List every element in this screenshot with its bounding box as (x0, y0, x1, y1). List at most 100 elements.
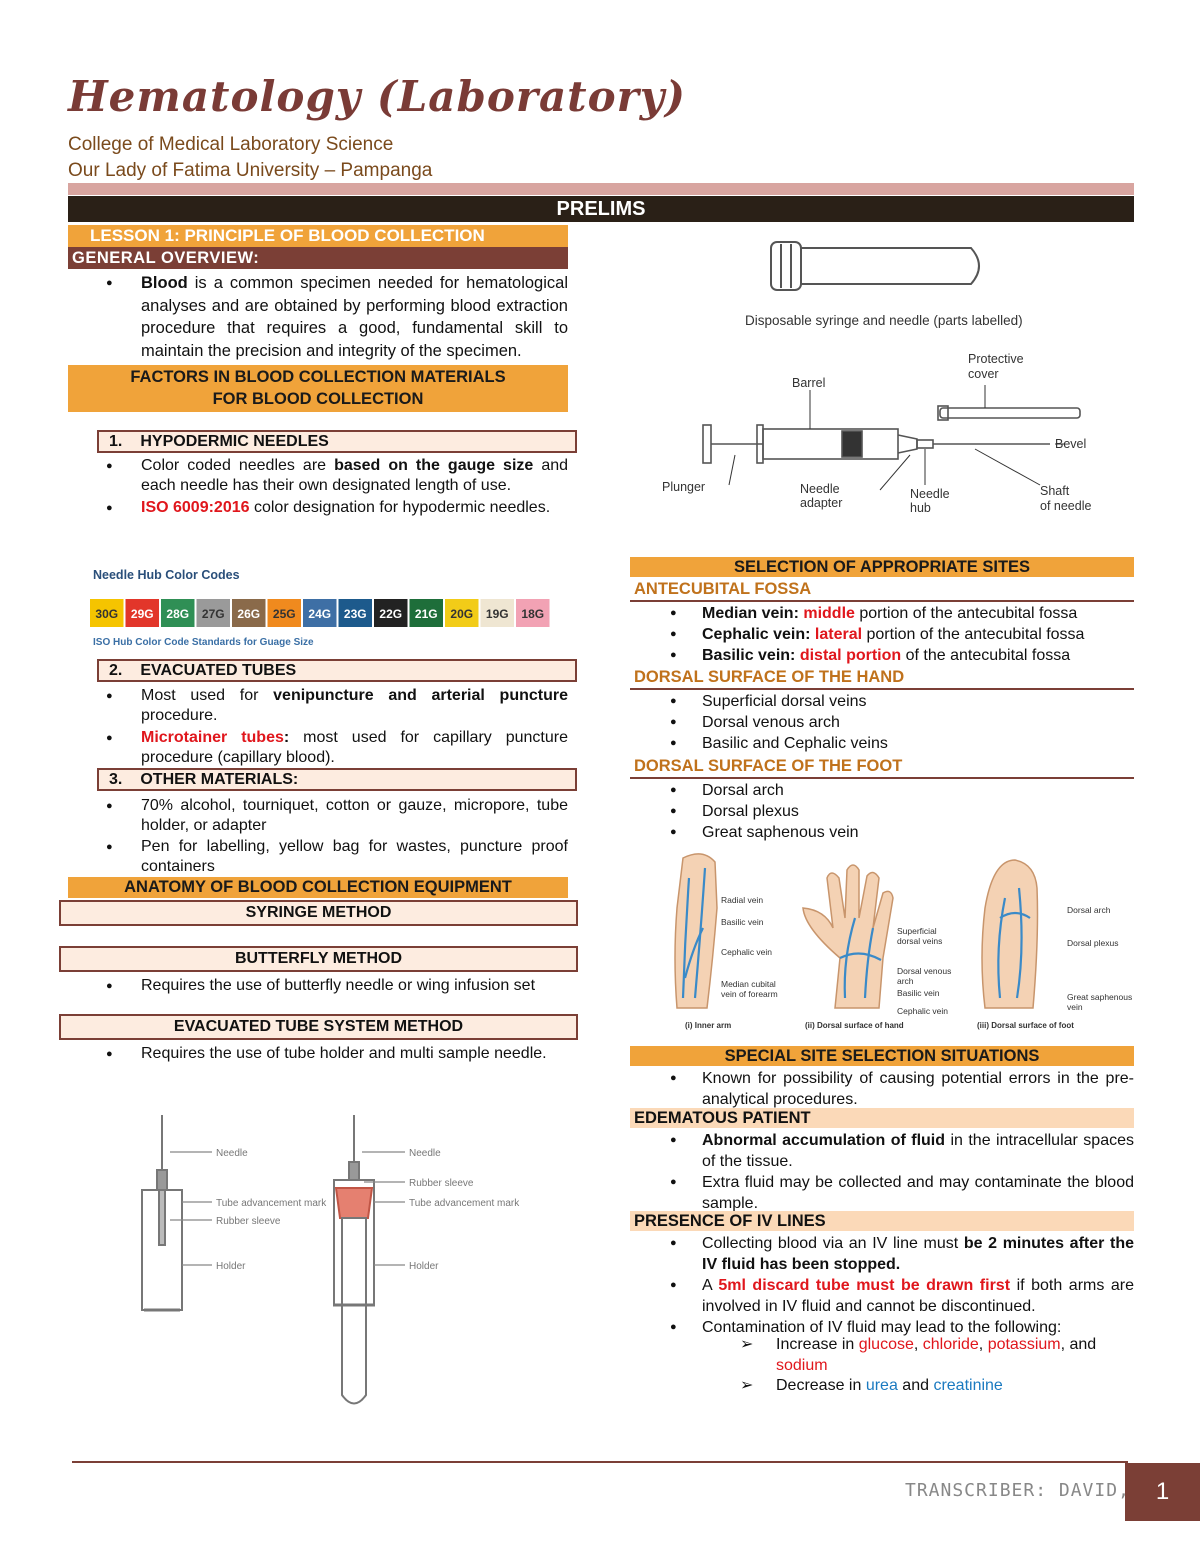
label-needle-hub-2: hub (910, 501, 931, 515)
arrow-icon: ➢ (740, 1377, 754, 1394)
list-item: Cephalic vein: lateral portion of the an… (630, 624, 1134, 645)
list-item: Requires the use of butterfly needle or … (68, 976, 568, 996)
foot-shape (981, 859, 1039, 1009)
label-cephalic-vein: Cephalic vein (721, 947, 772, 957)
butterfly-method-heading: BUTTERFLY METHOD (59, 946, 578, 972)
gauge-swatch (516, 599, 550, 627)
label-bevel: Bevel (1055, 437, 1086, 451)
gauge-swatch (338, 599, 372, 627)
label-vein-of-forearm: vein of forearm (721, 989, 778, 999)
label-barrel: Barrel (792, 376, 825, 390)
list-item: Dorsal plexus (630, 801, 1134, 822)
arm-shape (674, 853, 718, 1009)
list-item: Collecting blood via an IV line must be … (630, 1233, 1134, 1275)
gauge-swatch (90, 599, 124, 627)
left-column: LESSON 1: PRINCIPLE OF BLOOD COLLECTION … (68, 225, 568, 412)
label-superficial: Superficial (897, 926, 937, 936)
hypodermic-list: Color coded needles are based on the gau… (68, 456, 568, 518)
label-needle-adapter-2: adapter (800, 496, 842, 510)
gauge-label: 25G (273, 607, 296, 621)
hypodermic-needles-heading: 1.HYPODERMIC NEEDLES (97, 430, 577, 453)
evacuated-tubes-heading: 2.EVACUATED TUBES (97, 659, 577, 682)
special-list: Known for possibility of causing potenti… (630, 1068, 1134, 1110)
label-holder-a: Holder (216, 1261, 246, 1272)
gauge-label: 26G (237, 607, 260, 621)
label-dorsal-veins: dorsal veins (897, 936, 942, 946)
decrease-item: ➢ Decrease in urea and creatinine (740, 1377, 1003, 1394)
gauge-label: 27G (202, 607, 225, 621)
list-item: Color coded needles are based on the gau… (68, 456, 568, 496)
label-saphenous-vein: vein (1067, 1002, 1083, 1012)
label-protective: Protective (968, 352, 1024, 366)
hand-shape (802, 864, 894, 1009)
gauge-swatch (374, 599, 408, 627)
gauge-swatch (196, 599, 230, 627)
gauge-swatch (161, 599, 195, 627)
gauge-swatch (267, 599, 301, 627)
syringe-caption: Disposable syringe and needle (parts lab… (745, 313, 1023, 328)
label-needle-hub: Needle (910, 487, 950, 501)
college-name: College of Medical Laboratory Science (68, 134, 394, 155)
selection-heading: SELECTION OF APPROPRIATE SITES (630, 557, 1134, 577)
label-holder-b: Holder (409, 1261, 439, 1272)
prelims-band: PRELIMS (68, 196, 1134, 222)
evac-system-list: Requires the use of tube holder and mult… (68, 1044, 568, 1064)
label-sleeve-b: Rubber sleeve (409, 1178, 474, 1189)
label-radial-vein: Radial vein (721, 895, 763, 905)
list-item: Requires the use of tube holder and mult… (68, 1044, 568, 1064)
list-item: Pen for labelling, yellow bag for wastes… (68, 837, 568, 877)
gauge-swatch (232, 599, 266, 627)
label-arch: arch (897, 976, 914, 986)
gauge-swatch (480, 599, 514, 627)
label-hand-cephalic: Cephalic vein (897, 1006, 948, 1016)
edematous-list: Abnormal accumulation of fluid in the in… (630, 1130, 1134, 1214)
other-materials-heading: 3.OTHER MATERIALS: (97, 768, 577, 791)
list-item: Median vein: middle portion of the antec… (630, 603, 1134, 624)
label-great-saphenous: Great saphenous (1067, 992, 1132, 1002)
list-item: Basilic vein: distal portion of the ante… (630, 645, 1134, 666)
evacuated-list: Most used for venipuncture and arterial … (68, 686, 568, 768)
label-median-cubital: Median cubital (721, 979, 776, 989)
anatomy-heading: ANATOMY OF BLOOD COLLECTION EQUIPMENT (68, 877, 568, 898)
list-item: 70% alcohol, tourniquet, cotton or gauze… (68, 796, 568, 836)
list-item: Microtainer tubes: most used for capilla… (68, 728, 568, 768)
iv-list: Collecting blood via an IV line must be … (630, 1233, 1134, 1338)
syringe-diagram: Protective cover Barrel Bevel Plunger Ne… (662, 352, 1091, 515)
gauge-label: 23G (344, 607, 367, 621)
gauge-label: 30G (95, 607, 118, 621)
dorsal-hand-heading: DORSAL SURFACE OF THE HAND (630, 666, 1134, 690)
label-needle-b: Needle (409, 1148, 441, 1159)
butterfly-list: Requires the use of butterfly needle or … (68, 976, 568, 996)
gauge-label: 24G (308, 607, 331, 621)
list-item: Basilic and Cephalic veins (630, 733, 1134, 754)
antecubital-heading: ANTECUBITAL FOSSA (630, 578, 1134, 602)
arrow-icon: ➢ (740, 1336, 754, 1353)
syringe-method-heading: SYRINGE METHOD (59, 900, 578, 926)
iv-lines-heading: PRESENCE OF IV LINES (630, 1211, 1134, 1231)
gauge-label: 19G (486, 607, 509, 621)
university-name: Our Lady of Fatima University – Pampanga (68, 160, 433, 181)
caption-dorsal-hand: (ii) Dorsal surface of hand (805, 1021, 904, 1030)
label-plunger: Plunger (662, 480, 705, 494)
label-needle-adapter: Needle (800, 482, 840, 496)
label-advancement-b: Tube advancement mark (409, 1198, 520, 1209)
list-item: Known for possibility of causing potenti… (630, 1068, 1134, 1110)
list-item: A 5ml discard tube must be drawn first i… (630, 1275, 1134, 1317)
gauge-swatch (303, 599, 337, 627)
list-item: Superficial dorsal veins (630, 691, 1134, 712)
gauge-swatch (125, 599, 159, 627)
vein-illustrations: Radial vein Basilic vein Cephalic vein M… (674, 853, 1132, 1030)
list-item: Most used for venipuncture and arterial … (68, 686, 568, 726)
general-overview-heading: GENERAL OVERVIEW: (68, 247, 568, 269)
list-item: Blood is a common specimen needed for he… (68, 272, 568, 362)
gauge-label: 29G (131, 607, 154, 621)
caption-inner-arm: (i) Inner arm (685, 1021, 731, 1030)
lesson-heading: LESSON 1: PRINCIPLE OF BLOOD COLLECTION (68, 225, 568, 247)
list-item: Contamination of IV fluid may lead to th… (630, 1317, 1134, 1338)
evacuated-tube-system-heading: EVACUATED TUBE SYSTEM METHOD (59, 1014, 578, 1040)
label-dorsal-venous: Dorsal venous (897, 966, 951, 976)
dorsal-foot-heading: DORSAL SURFACE OF THE FOOT (630, 755, 1134, 779)
